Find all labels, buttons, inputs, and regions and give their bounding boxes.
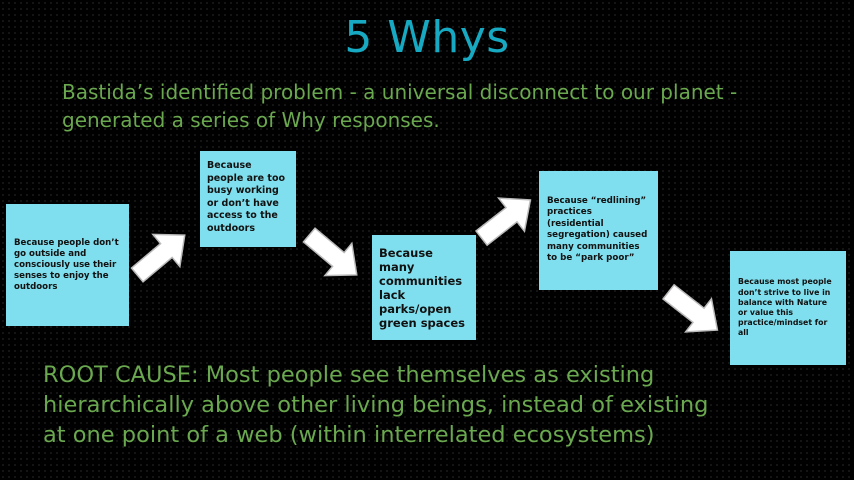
why-note-4: Because “redlining” practices (residenti… xyxy=(539,171,658,290)
arrow-up-right-icon xyxy=(121,216,201,294)
slide-subtitle: Bastida’s identified problem - a univers… xyxy=(62,80,738,132)
why-note-5-text: Because most people don’t strive to live… xyxy=(738,277,832,338)
why-note-5: Because most people don’t strive to live… xyxy=(730,251,846,365)
why-note-1: Because people don’t go outside and cons… xyxy=(6,204,129,326)
why-note-2: Because people are too busy working or d… xyxy=(200,151,296,247)
root-cause-text: ROOT CAUSE: Most people see themselves a… xyxy=(43,362,709,448)
slide-title: 5 Whys xyxy=(344,12,510,63)
why-note-1-text: Because people don’t go outside and cons… xyxy=(14,237,119,292)
why-note-3-text: Because many communities lack parks/open… xyxy=(379,245,465,330)
why-note-2-text: Because people are too busy working or d… xyxy=(207,160,286,234)
arrow-down-right-icon xyxy=(293,216,373,294)
arrow-down-right-icon xyxy=(653,273,733,350)
why-note-3: Because many communities lack parks/open… xyxy=(372,235,476,340)
arrow-up-right-icon xyxy=(466,181,546,258)
why-note-4-text: Because “redlining” practices (residenti… xyxy=(547,196,648,264)
